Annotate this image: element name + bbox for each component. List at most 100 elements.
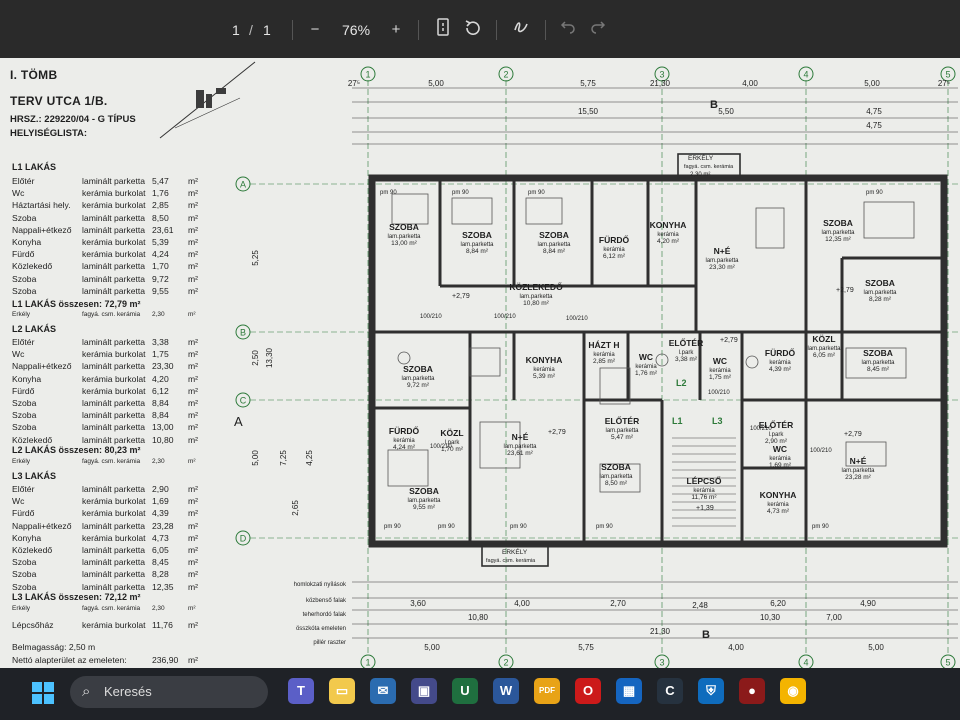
- dimension-text: 5,25: [251, 250, 260, 266]
- windows-start-icon[interactable]: [30, 680, 56, 706]
- room-material: kerámia burkolat: [82, 188, 146, 199]
- security-icon[interactable]: ⛨: [698, 678, 724, 704]
- room-unit: m²: [188, 496, 199, 507]
- l3-title: L3 LAKÁS: [12, 471, 57, 481]
- balcony-name: Erkély: [12, 311, 31, 318]
- grid-bubble: [940, 654, 956, 668]
- room-name: Wc: [12, 188, 25, 199]
- room-area: 23,28 m²: [845, 474, 871, 481]
- floor-plan-drawing: ERKÉLY fagyá. csm. kerámia 2,30 m² ERKÉL…: [159, 61, 958, 668]
- save-icon[interactable]: ▣: [411, 678, 437, 704]
- c-app-icon[interactable]: C: [657, 678, 683, 704]
- room-name: Előtér: [12, 484, 35, 494]
- room-area: 4,39: [152, 508, 169, 519]
- room-area: 9,55: [152, 285, 169, 296]
- word-icon[interactable]: W: [493, 678, 519, 704]
- balcony-unit: m²: [188, 458, 196, 465]
- room-name: SZOBA: [389, 222, 419, 232]
- net-area-label: Nettó alapterület az emeleten:: [12, 655, 127, 665]
- undo-icon[interactable]: [555, 18, 581, 44]
- room-name: KÖZLEKEDŐ: [509, 281, 563, 292]
- room-unit: m²: [188, 273, 199, 284]
- room-name: KONYHA: [760, 490, 797, 500]
- room-unit: m²: [188, 508, 199, 519]
- recorder-icon[interactable]: ●: [739, 678, 765, 704]
- room-area: 5,39: [152, 237, 169, 247]
- room-area: 12,35: [152, 581, 174, 592]
- window-height-label: pm 90: [866, 190, 883, 196]
- room-area: 2,85 m²: [593, 358, 616, 365]
- room-floor: lam.parketta: [605, 428, 639, 434]
- room-unit: m²: [188, 385, 199, 396]
- chrome-icon[interactable]: ◉: [780, 678, 806, 704]
- opera-icon[interactable]: O: [575, 678, 601, 704]
- zoom-out-button[interactable]: −: [310, 21, 320, 38]
- grid-label: 4: [803, 658, 808, 668]
- pdf-icon[interactable]: PDF: [534, 678, 560, 704]
- room-area: 11,76 m²: [691, 494, 717, 501]
- mail-icon[interactable]: ✉: [370, 678, 396, 704]
- draw-icon[interactable]: [508, 18, 534, 44]
- room-name: Háztartási hely.: [12, 200, 71, 211]
- room-list-legend: I. TÖMB TERV UTCA 1/B. HRSZ.: 229220/04 …: [0, 58, 232, 668]
- balcony-material: fagyá. csm. kerámia: [82, 605, 141, 612]
- net-area-unit: m²: [188, 655, 199, 665]
- room-name: Szoba: [12, 422, 37, 433]
- dimension-text: 4,90: [860, 599, 876, 608]
- room-material: laminált parketta: [82, 273, 146, 284]
- zoom-level[interactable]: 76%: [342, 22, 371, 38]
- grid-bubble: [798, 654, 814, 668]
- dimension-row-label: összkóta emeleten: [296, 626, 346, 632]
- unit-mark: L1: [672, 416, 683, 426]
- room-unit: m²: [188, 422, 199, 433]
- room-material: kerámia burkolat: [82, 385, 146, 396]
- page-current[interactable]: 1: [232, 22, 240, 38]
- dimension-text: 7,00: [826, 613, 842, 622]
- room-area: 1,69 m²: [769, 462, 792, 469]
- dimension-text: 5,00: [428, 79, 444, 88]
- grid-bubble: [360, 66, 376, 82]
- taskbar-search-box[interactable]: ⌕ Keresés: [70, 676, 268, 708]
- room-unit: m²: [188, 434, 199, 445]
- file-explorer-icon[interactable]: ▭: [329, 678, 355, 704]
- room-unit: m²: [188, 557, 199, 568]
- room-material: laminált parketta: [82, 422, 146, 433]
- room-area: 8,84 m²: [543, 248, 566, 255]
- room-area: 1,70 m²: [441, 446, 464, 453]
- room-floor: lam.parketta: [863, 290, 897, 296]
- grid-label: 2: [503, 70, 508, 80]
- photos-icon[interactable]: ▦: [616, 678, 642, 704]
- room-area: 13,00 m²: [391, 240, 417, 247]
- zoom-in-button[interactable]: +: [391, 21, 401, 38]
- toolbar-divider: [545, 20, 546, 40]
- room-area: 8,50: [152, 212, 169, 223]
- rotate-icon[interactable]: [460, 18, 486, 44]
- room-name: KÖZL: [812, 334, 835, 344]
- section-marker-b-top: B: [710, 99, 718, 111]
- grid-bubble: [798, 66, 814, 82]
- teams-icon[interactable]: T: [288, 678, 314, 704]
- fit-page-icon[interactable]: [430, 18, 456, 44]
- redo-icon[interactable]: [585, 18, 611, 44]
- room-area: 9,55 m²: [413, 504, 436, 511]
- dimension-text: 3,60: [410, 599, 426, 608]
- room-area: 1,76 m²: [635, 370, 658, 377]
- room-material: laminált parketta: [82, 212, 146, 223]
- u-app-icon[interactable]: U: [452, 678, 478, 704]
- level-mark: +1,39: [696, 505, 714, 512]
- room-floor: lam.parketta: [705, 258, 739, 264]
- room-name: Szoba: [12, 557, 37, 568]
- room-name: Nappali+étkező: [12, 224, 72, 235]
